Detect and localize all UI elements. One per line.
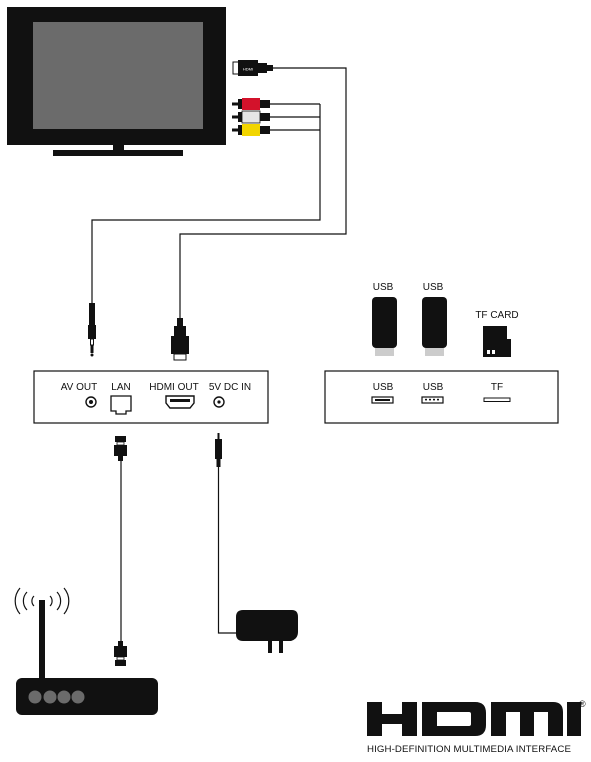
tv-stand [53, 150, 183, 156]
usb-port-2-label: USB [423, 382, 444, 393]
av-out-label: AV OUT [61, 382, 97, 393]
hdmi-logo: ® HIGH-DEFINITION MULTIMEDIA INTERFACE [367, 699, 586, 755]
rj45-plug-bottom-icon [114, 641, 127, 666]
hdmi-tagline: HIGH-DEFINITION MULTIMEDIA INTERFACE [367, 744, 571, 755]
player-rear-panel: AV OUT LAN HDMI OUT 5V DC IN [33, 370, 269, 424]
usb-port-2[interactable] [421, 396, 444, 404]
router-antenna [39, 600, 45, 680]
hdmi-out-port[interactable] [165, 395, 195, 409]
hdmi-plug-tv-icon: HDMI [232, 60, 273, 76]
hdmi-plug-box-icon [171, 318, 189, 361]
usb-port-1-label: USB [373, 382, 394, 393]
registered-mark: ® [579, 699, 586, 709]
lan-label: LAN [111, 382, 130, 393]
tf-card-label: TF CARD [475, 310, 518, 321]
rca-plugs-icon [232, 98, 270, 136]
router-icon [14, 587, 158, 715]
dc-in-port[interactable] [213, 396, 225, 408]
usb-port-1[interactable] [371, 396, 394, 404]
rj45-plug-top-icon [114, 436, 127, 461]
tf-slot[interactable] [483, 397, 511, 402]
router-body [16, 678, 158, 715]
power-cable [215, 433, 298, 653]
rca-white-plug [232, 110, 270, 124]
usb-stick-1-icon: USB [372, 282, 397, 356]
usb-stick-2-icon: USB [422, 282, 447, 356]
hdmi-out-label: HDMI OUT [149, 382, 198, 393]
wifi-signal-icon [14, 587, 70, 615]
dc-in-label: 5V DC IN [209, 382, 251, 393]
tv-screen [33, 22, 203, 129]
rca-red-plug [232, 98, 270, 110]
tv-icon [7, 7, 226, 156]
power-adapter-icon [236, 610, 298, 653]
rca-yellow-plug [232, 124, 270, 136]
player-side-panel: USB USB TF [324, 370, 559, 424]
tf-slot-label: TF [491, 382, 503, 393]
av-out-port[interactable] [85, 396, 97, 408]
usb-stick-2-label: USB [423, 282, 444, 293]
tf-card-icon: TF CARD [475, 310, 519, 357]
hdmi-badge-label: HDMI [243, 67, 253, 72]
av-jack-plug-icon [88, 303, 96, 357]
dc-plug-icon [215, 433, 222, 467]
lan-port[interactable] [110, 395, 132, 415]
usb-stick-1-label: USB [373, 282, 394, 293]
lan-cable [114, 436, 127, 666]
tv-cables [91, 67, 347, 322]
